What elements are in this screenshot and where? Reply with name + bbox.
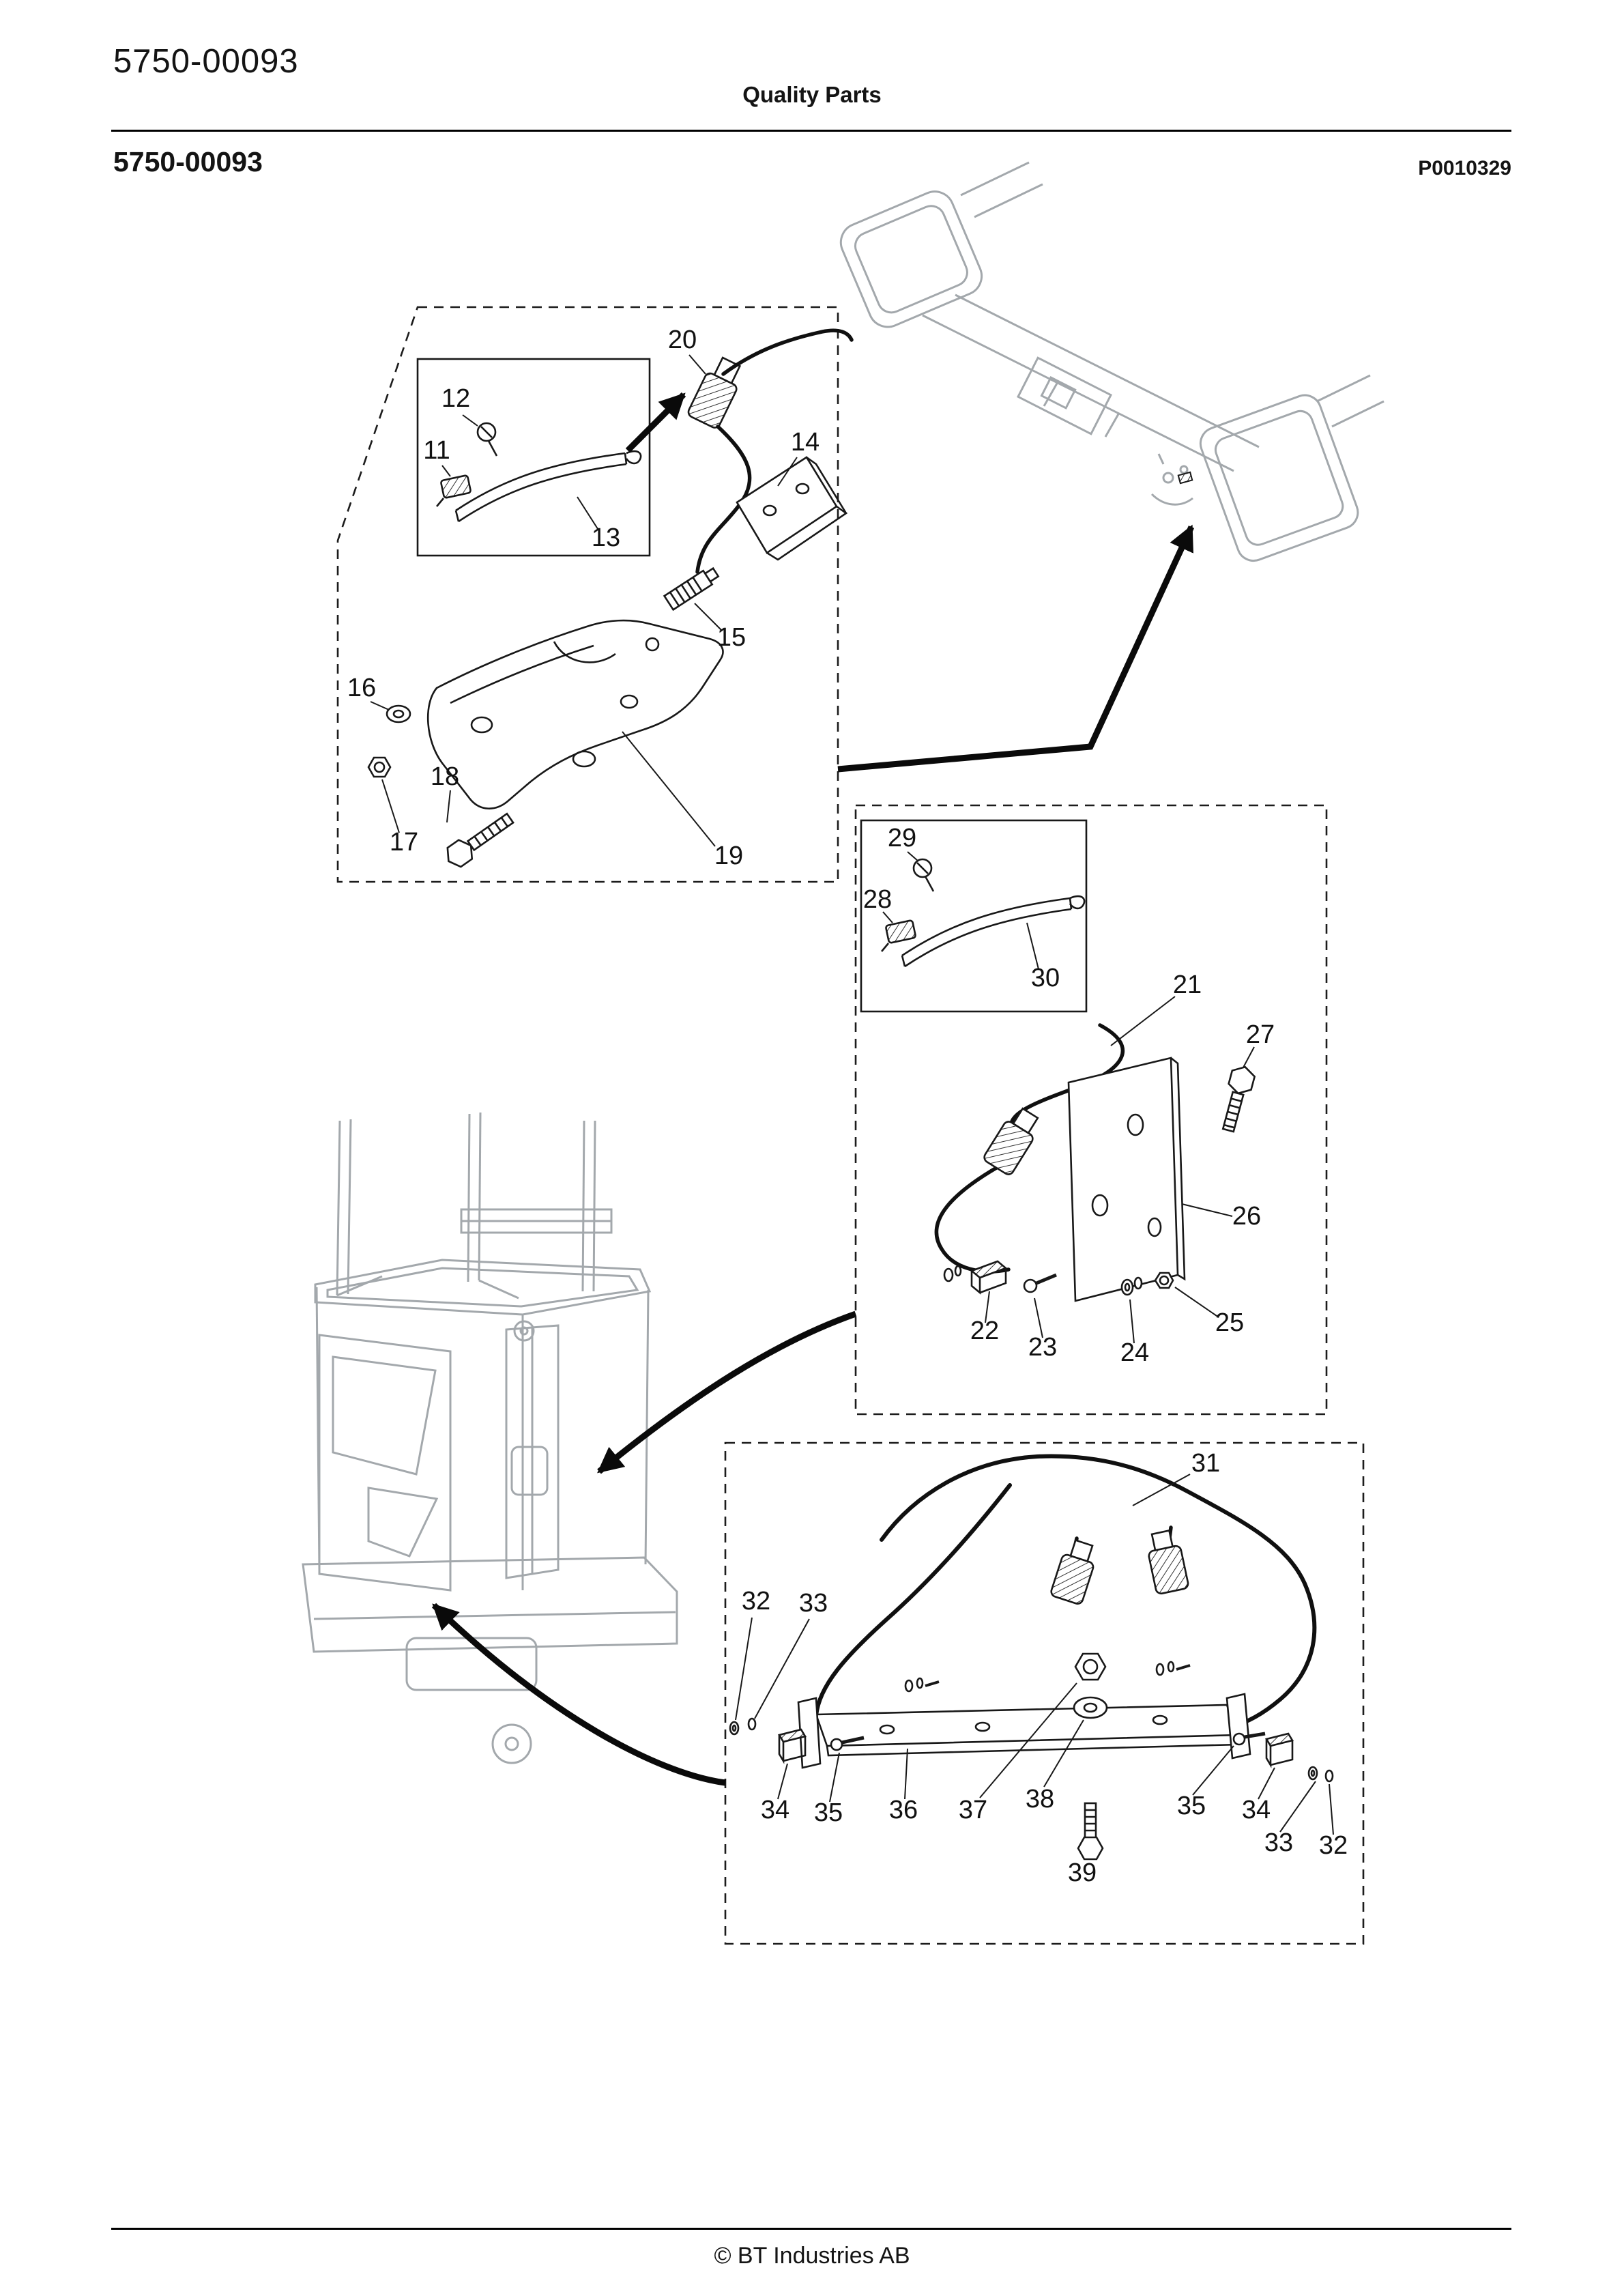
- callout-28: 28: [863, 885, 892, 914]
- arrow-to-machine: [837, 524, 1195, 773]
- part-connector-31b: [1148, 1529, 1189, 1595]
- part-screw-35-left: [830, 1736, 865, 1751]
- callout-13: 13: [592, 523, 620, 552]
- callout-33-left: 33: [799, 1589, 828, 1618]
- callout-35-right: 35: [1177, 1792, 1206, 1820]
- part-connector-21: [983, 1107, 1039, 1175]
- part-screw-23: [1023, 1273, 1057, 1293]
- arrow-to-cab-panel: [597, 1310, 857, 1474]
- callout-32-left: 32: [742, 1587, 770, 1616]
- leader-lines-box2: [882, 851, 1255, 1344]
- part-isolator-34-left: [777, 1728, 807, 1764]
- part-bracket-bar-36: [797, 1693, 1251, 1769]
- callout-39: 39: [1068, 1859, 1097, 1887]
- part-washer-16: [386, 704, 411, 723]
- callout-30: 30: [1031, 964, 1060, 992]
- callout-38: 38: [1026, 1785, 1054, 1813]
- part-washer-38: [1073, 1696, 1108, 1719]
- callout-21: 21: [1173, 971, 1202, 999]
- part-nut-25: [1154, 1272, 1174, 1289]
- callout-17: 17: [390, 828, 418, 857]
- callout-29: 29: [888, 824, 916, 852]
- part-screw-35-right: [1232, 1732, 1266, 1746]
- part-strap-30: [901, 895, 1086, 968]
- page-title: 5750-00093: [113, 146, 263, 177]
- callout-26: 26: [1232, 1202, 1261, 1231]
- detail-box-3: [724, 1441, 1365, 1945]
- callout-37: 37: [959, 1796, 987, 1824]
- callout-11: 11: [423, 436, 450, 465]
- small-hardware-right: [1155, 1661, 1191, 1676]
- footer-rule: [111, 2228, 1511, 2230]
- part-washer-24: [1120, 1276, 1143, 1296]
- callout-19: 19: [714, 842, 743, 870]
- part-washers-32-33-left: [729, 1717, 757, 1736]
- callout-15: 15: [717, 623, 746, 652]
- truck-overview-drawing: [302, 1112, 678, 1764]
- callout-25: 25: [1215, 1308, 1244, 1337]
- callout-34-left: 34: [761, 1796, 789, 1824]
- arrow-to-connector: [625, 392, 686, 453]
- part-strap-13: [454, 450, 642, 523]
- callout-33-right: 33: [1264, 1828, 1293, 1857]
- header-doc-number: 5750-00093: [113, 43, 299, 80]
- part-spacer-22: [943, 1260, 1008, 1295]
- part-bracket-19: [426, 619, 724, 809]
- part-bolt-27: [1221, 1065, 1256, 1133]
- callout-36: 36: [889, 1796, 918, 1824]
- callout-24: 24: [1120, 1338, 1149, 1367]
- small-hardware-left: [904, 1677, 940, 1693]
- callout-34-right: 34: [1242, 1796, 1271, 1824]
- callout-14: 14: [791, 428, 820, 457]
- part-isolator-34-right: [1264, 1732, 1294, 1768]
- arrow-to-cab-base: [431, 1603, 726, 1786]
- part-plate-26: [1067, 1057, 1186, 1302]
- leader-lines-box1: [370, 354, 798, 847]
- part-nut-17: [367, 756, 392, 778]
- callout-23: 23: [1028, 1333, 1057, 1362]
- plate-code: P0010329: [1418, 157, 1511, 180]
- callout-27: 27: [1246, 1020, 1275, 1049]
- callout-18: 18: [431, 762, 459, 791]
- part-screw-12: [476, 422, 498, 457]
- machine-mounted-clamp: [1177, 471, 1193, 485]
- callout-20: 20: [668, 326, 697, 354]
- part-connector-31a: [1050, 1538, 1094, 1605]
- callout-16: 16: [347, 674, 376, 702]
- callout-32-right: 32: [1319, 1831, 1348, 1860]
- part-screw-29: [912, 858, 935, 892]
- callout-labels: 11 12 13 14 15 16 17 18 19 20 21 22 23 2…: [347, 326, 1348, 1887]
- machine-overview-drawing: [839, 161, 1384, 562]
- part-clamp-11: [436, 474, 472, 507]
- reference-arrows: [431, 392, 1195, 1786]
- part-connector-20: [687, 356, 742, 429]
- part-sensor-14: [736, 456, 848, 561]
- header-rule: [111, 130, 1511, 132]
- callout-35-left: 35: [814, 1798, 843, 1827]
- part-stud-15: [663, 566, 720, 612]
- part-washers-32-33-right: [1307, 1766, 1334, 1783]
- leader-lines-box3: [735, 1474, 1334, 1835]
- callout-22: 22: [970, 1317, 999, 1345]
- part-bolt-39: [1077, 1802, 1104, 1861]
- part-bolt-18: [446, 812, 514, 868]
- callout-12: 12: [441, 384, 470, 413]
- detail-box-2: [854, 804, 1328, 1416]
- part-clamp-28: [881, 919, 916, 952]
- quality-parts-label: Quality Parts: [742, 82, 882, 107]
- callout-31: 31: [1191, 1449, 1220, 1478]
- footer-copyright: © BT Industries AB: [714, 2243, 910, 2269]
- detail-box-1: [336, 306, 854, 883]
- part-nut-37: [1074, 1652, 1107, 1681]
